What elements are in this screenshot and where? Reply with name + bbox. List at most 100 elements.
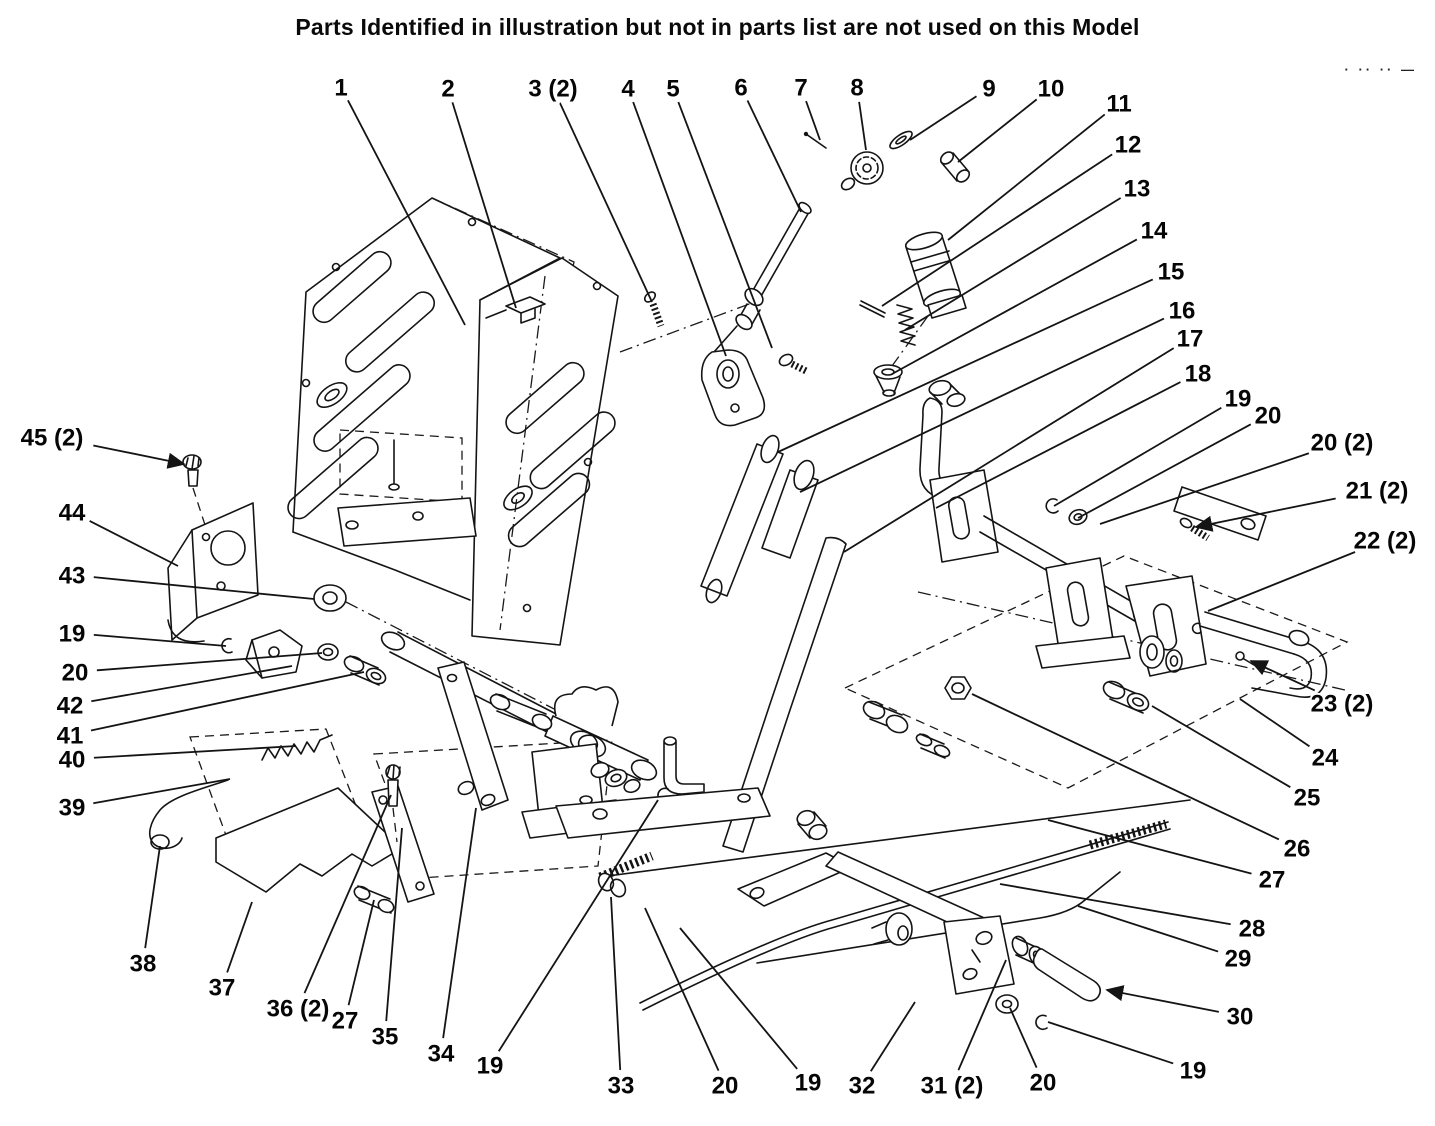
leader-line	[559, 102, 653, 303]
leader-line	[632, 101, 727, 357]
leader-line	[858, 101, 867, 151]
leader-line	[805, 100, 821, 141]
callout-number: 7	[794, 75, 807, 102]
callout-19-18: 19	[1053, 384, 1253, 507]
callout-43-51: 43	[57, 561, 315, 600]
callout-19-35: 19	[679, 927, 823, 1099]
callout-28-28: 28	[999, 883, 1267, 945]
callout-5-4: 5	[664, 74, 773, 349]
callout-number: 44	[59, 500, 86, 527]
callout-number: 39	[59, 795, 86, 822]
leader-line	[777, 278, 1154, 453]
callout-number: 12	[1115, 132, 1142, 159]
cross-shaft-and-pivot	[380, 631, 771, 839]
leader-line	[93, 745, 297, 759]
leader-line	[904, 197, 1122, 331]
leader-line	[999, 883, 1231, 926]
callout-26-26: 26	[971, 693, 1312, 865]
leader-line	[1047, 819, 1252, 875]
callout-number: 16	[1169, 298, 1196, 325]
callout-number: 26	[1284, 836, 1311, 863]
callout-8-7: 8	[848, 73, 867, 151]
leader-line	[891, 238, 1138, 375]
callout-45(2)-53: 45 (2)	[19, 423, 186, 469]
callout-number: 5	[666, 76, 679, 103]
leader-line	[971, 693, 1280, 841]
callout-4-3: 4	[619, 74, 727, 357]
callout-number: 45 (2)	[21, 425, 84, 452]
callout-19-38: 19	[475, 799, 659, 1082]
callout-29-29: 29	[1077, 905, 1253, 975]
callout-21(2)-21: 21 (2)	[1194, 476, 1410, 532]
callout-38-44: 38	[128, 845, 161, 980]
callout-number: 6	[734, 75, 747, 102]
callout-number: 9	[982, 76, 995, 103]
leader-line	[1009, 1007, 1038, 1069]
leader-line	[93, 778, 231, 805]
callout-18-17: 18	[935, 359, 1213, 509]
callout-number: 20	[1255, 403, 1282, 430]
leader-line	[1077, 905, 1219, 953]
callout-20-49: 20	[60, 652, 323, 689]
callout-number: 43	[59, 563, 86, 590]
callout-number: 37	[209, 975, 236, 1002]
leader-line	[90, 671, 365, 732]
leader-line	[1194, 497, 1336, 532]
leader-line	[1249, 660, 1316, 692]
callout-number: 36 (2)	[267, 996, 330, 1023]
leader-line	[935, 381, 1181, 509]
callout-19-31: 19	[1047, 1021, 1208, 1087]
callout-2-1: 2	[439, 74, 517, 309]
leader-line	[91, 665, 293, 703]
callout-number: 21 (2)	[1346, 478, 1409, 505]
leader-line	[881, 153, 1113, 307]
callout-25-25: 25	[1151, 705, 1322, 814]
page-title: Parts Identified in illustration but not…	[295, 14, 1140, 40]
callout-number: 29	[1225, 946, 1252, 973]
callout-19-50: 19	[57, 619, 227, 650]
callout-number: 42	[57, 693, 84, 720]
callout-36(2)-42: 36 (2)	[265, 794, 392, 1025]
callout-20-36: 20	[644, 907, 740, 1102]
callout-number: 8	[850, 75, 863, 102]
callout-3(2)-2: 3 (2)	[526, 74, 653, 303]
leader-line	[144, 845, 161, 949]
leader-line	[442, 807, 477, 1039]
lift-arm-casting	[700, 349, 810, 427]
leader-line	[870, 1001, 916, 1072]
leader-line	[679, 927, 798, 1070]
callout-number: 33	[608, 1073, 635, 1100]
leader-line	[957, 98, 1038, 163]
callout-number: 32	[849, 1073, 876, 1100]
leader-line	[746, 100, 802, 213]
callout-23(2)-23: 23 (2)	[1249, 660, 1375, 720]
leader-line	[1047, 1021, 1174, 1065]
callout-41-47: 41	[55, 671, 365, 752]
leader-line	[1105, 985, 1220, 1013]
callout-number: 31 (2)	[921, 1073, 984, 1100]
leader-line	[1207, 551, 1356, 612]
callout-number: 20 (2)	[1311, 430, 1374, 457]
callout-37-43: 37	[207, 901, 253, 1004]
callout-9-8: 9	[909, 74, 998, 141]
callout-13-12: 13	[904, 174, 1152, 331]
callout-number: 34	[428, 1041, 455, 1068]
leader-line	[677, 101, 773, 349]
callout-number: 19	[59, 621, 86, 648]
leader-line	[451, 102, 517, 309]
callout-number: 28	[1239, 916, 1266, 943]
callout-number: 22 (2)	[1354, 528, 1417, 555]
callout-number: 18	[1185, 361, 1212, 388]
callout-20(2)-20: 20 (2)	[1099, 428, 1375, 525]
leader-line	[1099, 452, 1310, 525]
leader-line	[93, 633, 227, 647]
callout-31(2)-33: 31 (2)	[919, 959, 1007, 1102]
callout-number: 20	[712, 1073, 739, 1100]
leader-line	[93, 444, 186, 469]
callout-number: 1	[334, 75, 347, 102]
leader-line	[385, 827, 403, 1022]
callout-32-34: 32	[847, 1001, 916, 1102]
leader-line	[909, 95, 977, 141]
callout-number: 19	[1225, 386, 1252, 413]
